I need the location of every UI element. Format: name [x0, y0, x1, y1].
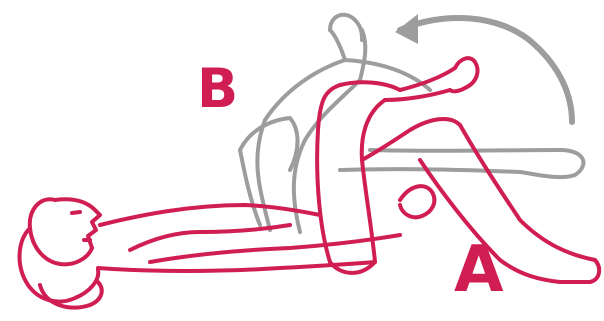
position-b-shin [330, 30, 345, 60]
position-b-thigh-inner [294, 80, 360, 232]
arm-upper [130, 225, 290, 250]
torso-top [100, 205, 320, 225]
curved-arrow-icon [400, 18, 572, 122]
head [30, 199, 92, 264]
foot [450, 58, 478, 91]
shin-lower [385, 90, 450, 100]
face [55, 199, 100, 248]
second-foot [560, 260, 599, 282]
arm-lower [150, 235, 400, 262]
rotation-arrow [395, 14, 572, 122]
position-b-arm [240, 118, 298, 170]
second-thigh [362, 119, 460, 160]
position-a-figure [20, 58, 600, 307]
label-position-b: B [197, 62, 238, 116]
eye [72, 212, 80, 213]
label-position-a: A [454, 238, 504, 302]
position-b-figure [240, 15, 583, 232]
hand [400, 186, 434, 217]
